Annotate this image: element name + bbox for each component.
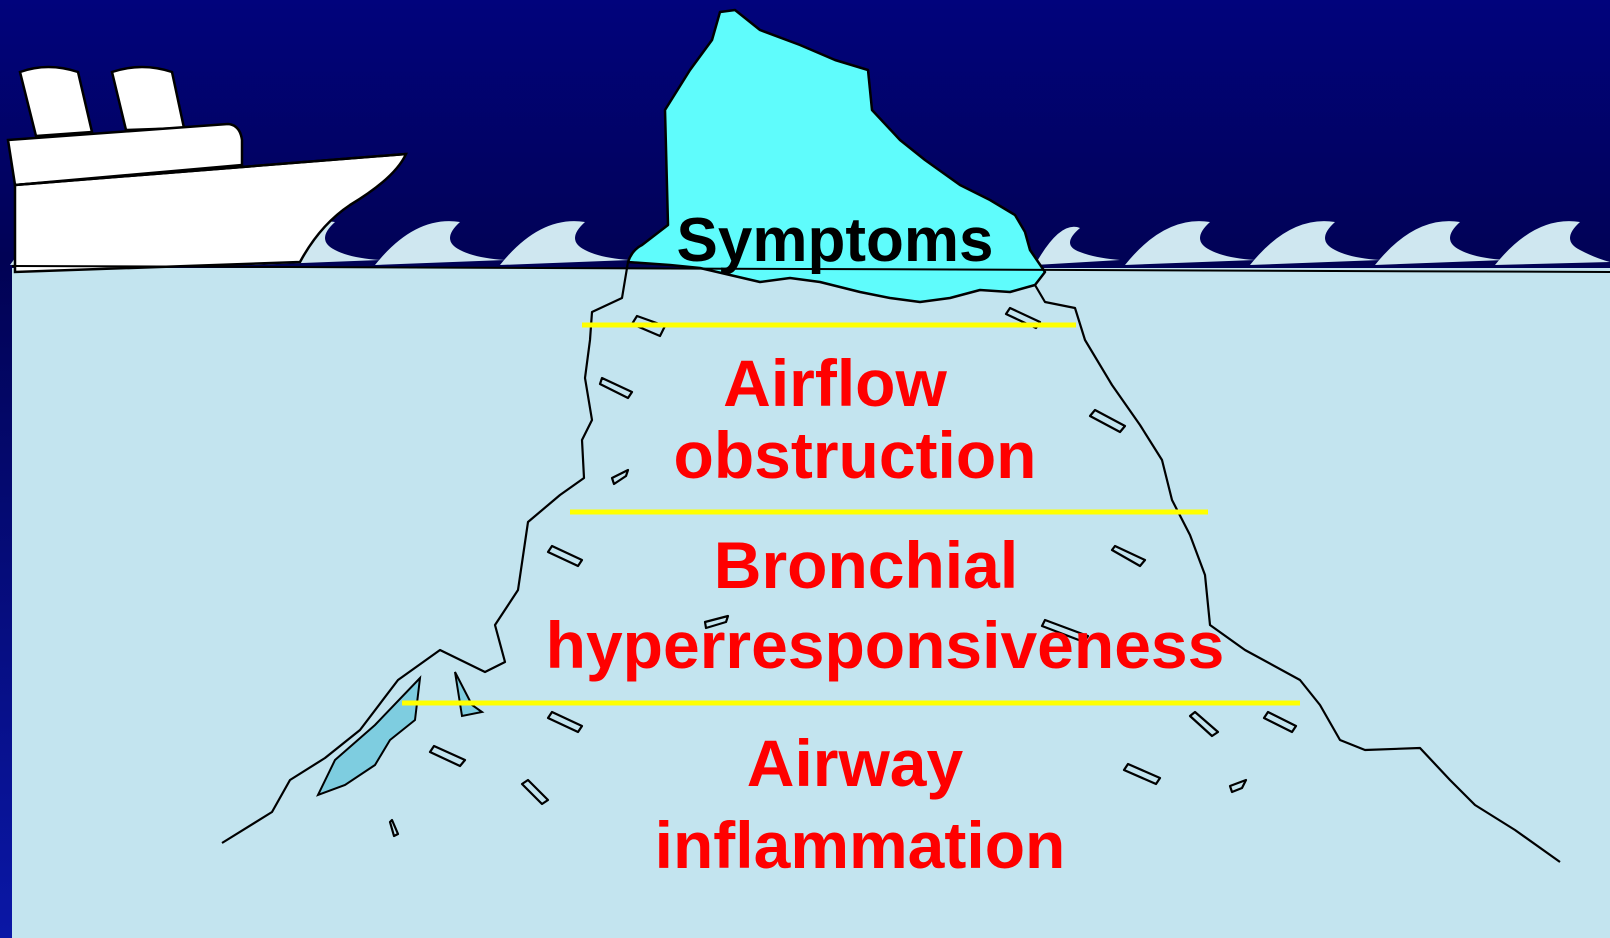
layer-label-airflow-line1: Airflow (600, 350, 1070, 416)
layer-label-airflow-line2: obstruction (620, 422, 1090, 488)
layer-label-bhr-line2: hyperresponsiveness (520, 612, 1250, 678)
layer-label-bhr-line1: Bronchial (626, 532, 1106, 598)
layer-label-inflammation-line1: Airway (660, 730, 1050, 796)
symptoms-label: Symptoms (640, 210, 1030, 272)
layer-label-inflammation-line2: inflammation (610, 812, 1110, 878)
